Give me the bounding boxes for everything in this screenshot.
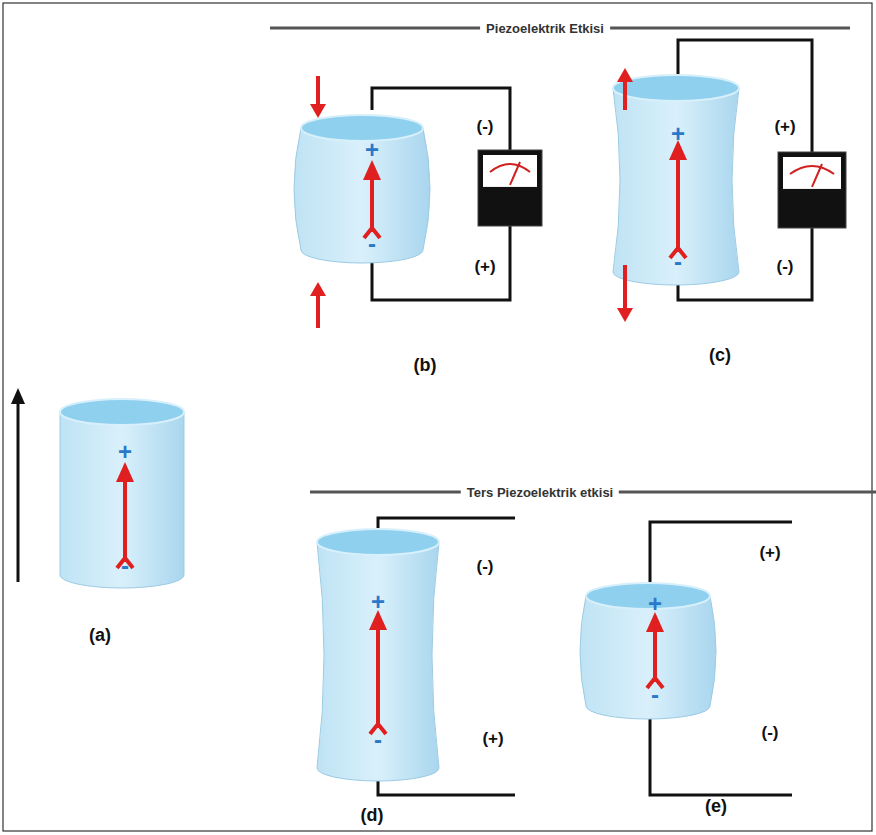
- piezo-cylinder: [580, 583, 716, 719]
- panel-caption: (d): [361, 806, 384, 824]
- polarity-label: (-): [777, 258, 794, 275]
- polarization-arrow: [669, 140, 687, 258]
- wires: [372, 40, 812, 795]
- panel-caption: (b): [414, 356, 437, 374]
- charge-sign: -: [674, 250, 682, 274]
- charge-sign: +: [118, 440, 132, 464]
- force-arrow: [310, 282, 326, 328]
- polarity-label: (+): [774, 118, 795, 135]
- charge-sign: +: [371, 590, 385, 614]
- section-heading: Piezoelektrik Etkisi: [480, 22, 610, 35]
- polarization-arrow: [369, 610, 387, 734]
- panel-caption: (c): [709, 346, 731, 364]
- force-arrow: [617, 68, 633, 110]
- voltmeter: [478, 150, 542, 226]
- polarization-arrow: [646, 612, 664, 688]
- charge-sign: +: [365, 138, 379, 162]
- piezo-cylinder: [317, 529, 439, 781]
- polarity-label: (+): [474, 258, 495, 275]
- force-arrow: [617, 265, 633, 322]
- voltmeter: [778, 152, 846, 228]
- polarity-label: (+): [759, 544, 780, 561]
- charge-sign: +: [671, 122, 685, 146]
- force-arrow: [310, 76, 326, 118]
- polarization-arrow: [116, 462, 134, 568]
- charge-sign: -: [368, 232, 376, 256]
- panel-caption: (e): [705, 797, 727, 815]
- polarity-label: (-): [477, 118, 494, 135]
- section-heading: Ters Piezoelektrik etkisi: [461, 486, 619, 499]
- charge-sign: -: [121, 554, 129, 578]
- polarity-label: (-): [762, 724, 779, 741]
- piezo-cylinder: [613, 75, 739, 285]
- panel-caption: (a): [89, 626, 111, 644]
- polarization-arrow: [363, 160, 381, 238]
- axis-arrow: [11, 388, 25, 582]
- piezo-cylinder: [60, 399, 184, 588]
- polarity-label: (+): [482, 730, 503, 747]
- charge-sign: -: [374, 728, 382, 752]
- polarity-label: (-): [477, 558, 494, 575]
- charge-sign: +: [648, 592, 662, 616]
- frame: [3, 3, 872, 831]
- piezo-cylinder: [294, 115, 430, 263]
- charge-sign: -: [651, 683, 659, 707]
